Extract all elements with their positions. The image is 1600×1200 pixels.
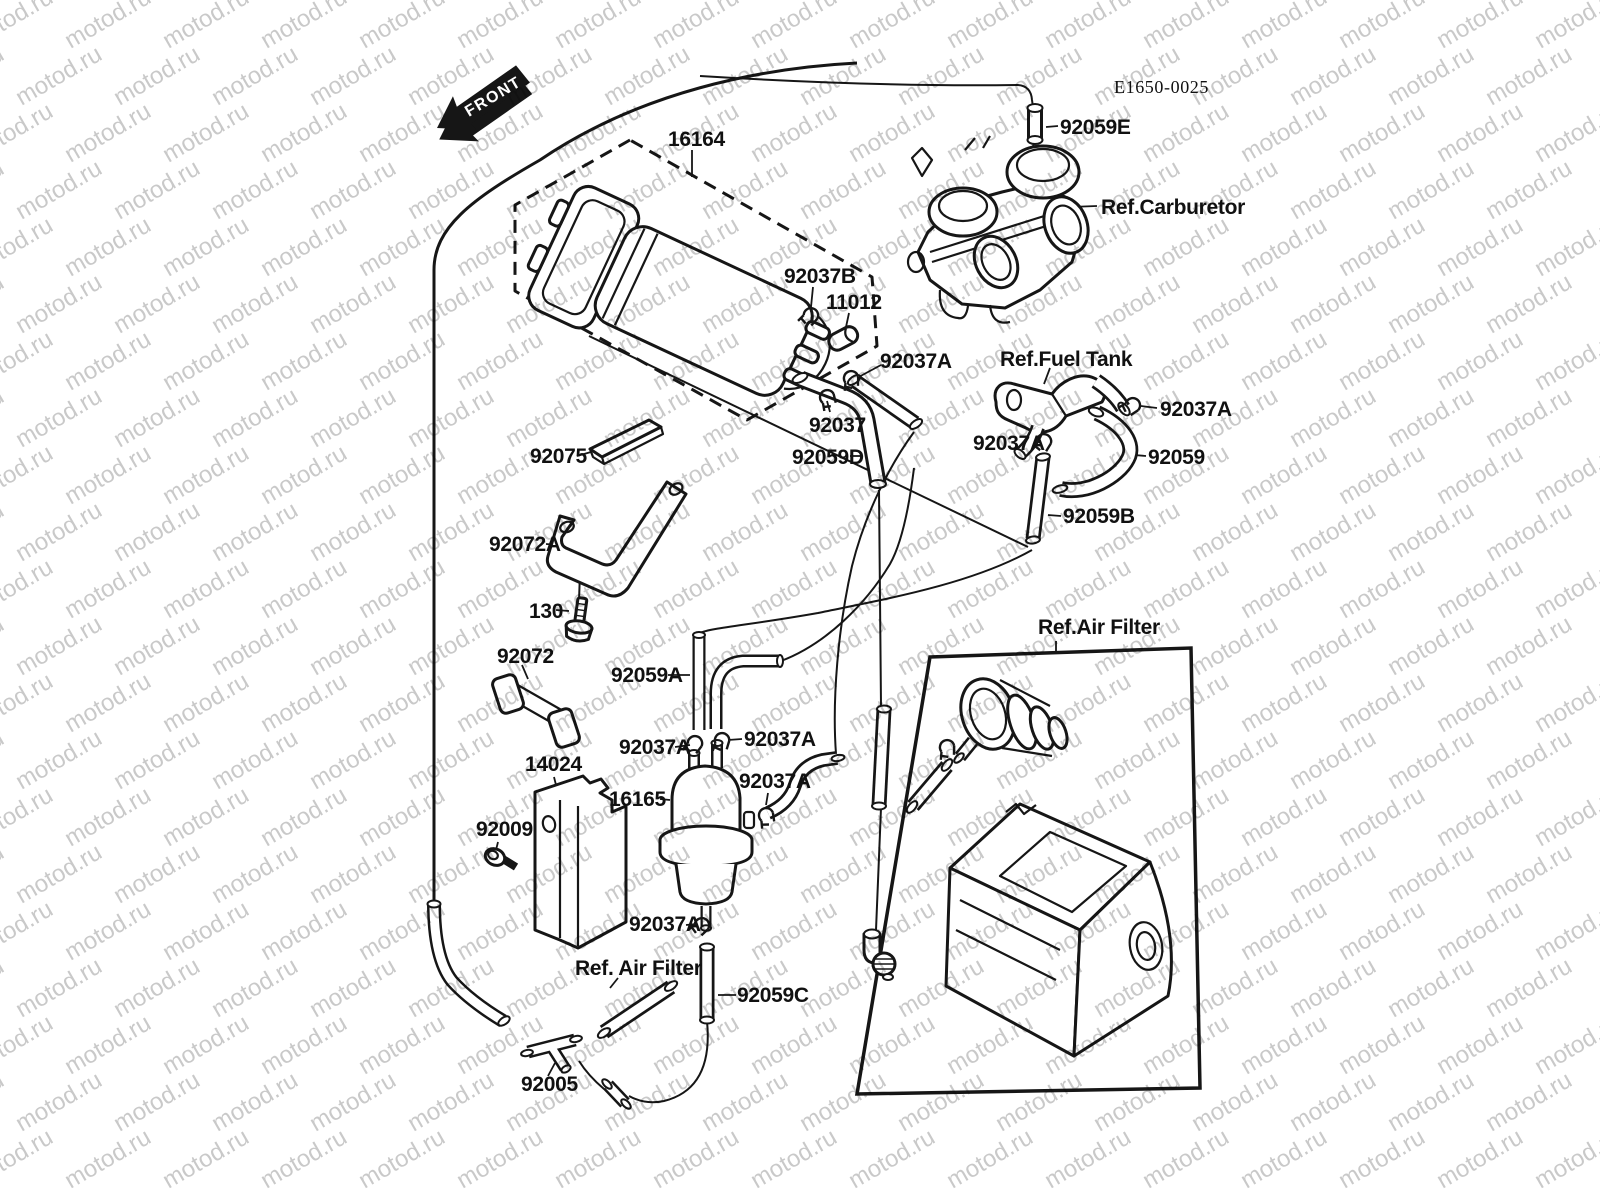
part-label-92009: 92009 — [476, 818, 533, 841]
part-label-92059c: 92059C — [737, 984, 809, 1007]
screw-drawing — [483, 847, 519, 871]
part-label-92037a-tank-left: 92037A — [973, 432, 1045, 455]
front-direction-arrow: FRONT — [437, 65, 533, 142]
fuel-filter-drawing — [658, 739, 756, 932]
air-filter-housing-drawing — [944, 802, 1173, 1058]
part-label-92059a: 92059A — [611, 664, 683, 687]
part-label-16164: 16164 — [668, 128, 725, 151]
part-label-11012: 11012 — [826, 291, 882, 314]
part-label-92075: 92075 — [530, 445, 587, 468]
part-label-92037a-below-filter: 92037A — [629, 913, 701, 936]
pad-drawing — [588, 418, 665, 466]
canister-dashed-boundary — [513, 138, 879, 422]
diagram-code: E1650-0025 — [1114, 77, 1209, 97]
part-label-16165: 16165 — [609, 788, 666, 811]
canister-drawing — [526, 184, 831, 397]
part-label-92005: 92005 — [521, 1073, 578, 1096]
ref-label-fuel-tank: Ref.Fuel Tank — [1000, 348, 1133, 371]
part-label-92059e: 92059E — [1060, 116, 1131, 139]
part-label-92072a: 92072A — [489, 533, 561, 556]
ref-label-carburetor: Ref.Carburetor — [1101, 196, 1245, 219]
part-label-92037a-filter: 92037A — [739, 770, 811, 793]
bracket-drawing — [545, 480, 688, 598]
part-label-14024: 14024 — [525, 753, 582, 776]
part-label-92059d: 92059D — [792, 446, 864, 469]
cover-drawing — [533, 774, 628, 950]
spacer-drawing — [827, 325, 860, 352]
part-label-92037a-canister: 92037A — [880, 350, 952, 373]
hose-drawings — [426, 103, 1139, 1110]
ref-label-air-filter-lower: Ref. Air Filter — [575, 957, 702, 980]
air-valve-drawing — [905, 677, 1069, 814]
elbow-fitting-drawing — [862, 928, 897, 981]
ref-label-air-filter: Ref.Air Filter — [1038, 616, 1160, 639]
strap-drawing — [491, 673, 581, 749]
part-label-92059: 92059 — [1148, 446, 1205, 469]
bolt-drawing — [564, 596, 594, 643]
part-label-92037b: 92037B — [784, 265, 856, 288]
t-fitting-drawing — [520, 1033, 583, 1074]
part-label-92037a-hose-right: 92037A — [744, 728, 816, 751]
part-label-92037: 92037 — [809, 414, 866, 437]
part-label-92072: 92072 — [497, 645, 554, 668]
part-label-130: 130 — [529, 600, 564, 623]
part-label-92037a-hose-left: 92037A — [619, 736, 691, 759]
carburetor-drawing — [906, 135, 1090, 324]
part-label-92059b: 92059B — [1063, 505, 1135, 528]
part-label-92037a-tank-right: 92037A — [1160, 398, 1232, 421]
